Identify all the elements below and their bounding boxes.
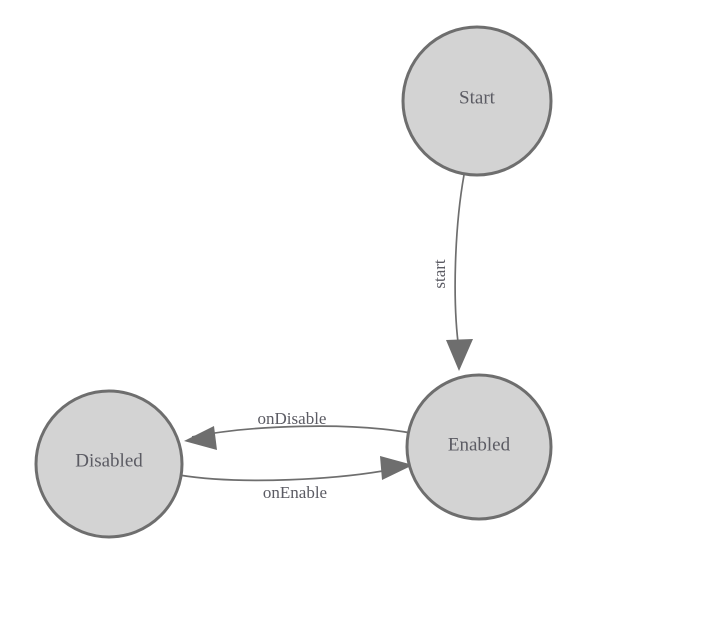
edge-enabled-to-disabled-arrowhead — [184, 426, 217, 450]
node-start-label: Start — [459, 87, 496, 108]
node-enabled-circle — [405, 373, 553, 521]
node-disabled[interactable]: Disabled — [34, 389, 184, 539]
edge-enabled-to-disabled-path — [191, 425, 412, 438]
edge-enabled-to-disabled[interactable]: onDisable — [184, 409, 412, 450]
edge-enabled-to-disabled-label: onDisable — [258, 409, 327, 428]
edge-start-to-enabled[interactable]: start — [430, 174, 473, 371]
edge-disabled-to-enabled-path — [178, 467, 400, 482]
edge-disabled-to-enabled-arrowhead — [380, 456, 413, 480]
edge-start-to-enabled-path — [454, 174, 465, 351]
edge-start-to-enabled-arrowhead — [446, 339, 473, 371]
node-disabled-circle — [34, 389, 184, 539]
node-enabled[interactable]: Enabled — [405, 373, 553, 521]
edge-start-to-enabled-label: start — [430, 259, 449, 289]
edge-disabled-to-enabled-label: onEnable — [263, 483, 327, 502]
node-disabled-label: Disabled — [75, 450, 143, 471]
node-start-circle — [401, 25, 553, 177]
node-enabled-label: Enabled — [448, 434, 511, 455]
node-start[interactable]: Start — [401, 25, 553, 177]
edge-disabled-to-enabled[interactable]: onEnable — [178, 456, 413, 502]
